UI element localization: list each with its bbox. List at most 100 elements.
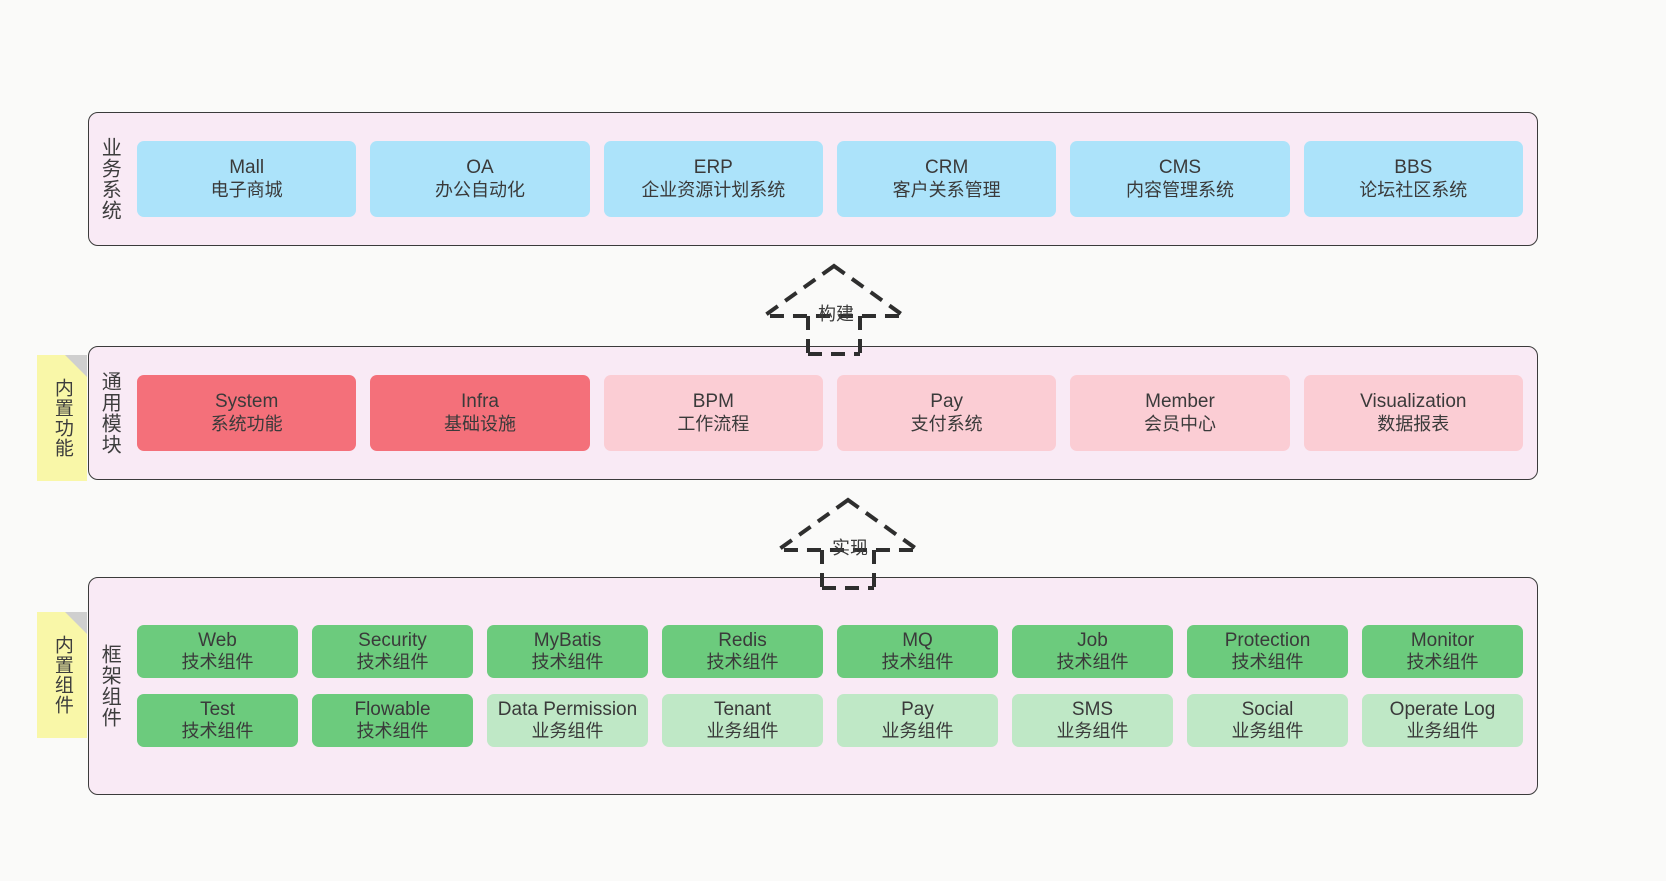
card-mall[interactable]: Mall 电子商城 (137, 141, 357, 217)
card-visualization[interactable]: Visualization 数据报表 (1303, 375, 1523, 451)
card-data-permission[interactable]: Data Permission 业务组件 (487, 694, 648, 748)
card-test-title: Test (200, 699, 235, 720)
card-flowable-subtitle: 技术组件 (356, 721, 429, 742)
card-member-subtitle: 会员中心 (1143, 413, 1216, 434)
card-sms-subtitle: 业务组件 (1056, 721, 1129, 742)
card-member[interactable]: Member 会员中心 (1070, 375, 1290, 451)
card-bpm[interactable]: BPM 工作流程 (603, 375, 823, 451)
card-pay-module-title: Pay (930, 391, 964, 413)
layer-common-module: 通用模块 System 系统功能 Infra 基础设施 BPM 工作流程 Pay… (88, 346, 1538, 480)
card-tenant[interactable]: Tenant 业务组件 (662, 694, 823, 748)
card-bbs-subtitle: 论坛社区系统 (1359, 179, 1468, 200)
card-redis-subtitle: 技术组件 (706, 652, 779, 673)
card-system-title: System (214, 391, 279, 413)
card-web-subtitle: 技术组件 (181, 652, 254, 673)
card-crm[interactable]: CRM 客户关系管理 (836, 141, 1057, 217)
framework-row-tech: Web 技术组件 Security 技术组件 MyBatis 技术组件 Redi… (137, 624, 1523, 678)
card-member-title: Member (1145, 391, 1215, 413)
card-oa[interactable]: OA 办公自动化 (370, 141, 590, 217)
arrow-implement-label: 实现 (832, 538, 868, 558)
card-erp-title: ERP (693, 157, 733, 179)
sticky-note-builtin-function-text: 内置功能 (51, 378, 73, 458)
card-mybatis[interactable]: MyBatis 技术组件 (487, 624, 648, 678)
card-monitor-title: Monitor (1410, 629, 1475, 651)
card-operate-log[interactable]: Operate Log 业务组件 (1362, 694, 1523, 748)
layer-body-framework-component: Web 技术组件 Security 技术组件 MyBatis 技术组件 Redi… (129, 578, 1537, 794)
card-security[interactable]: Security 技术组件 (312, 624, 473, 678)
card-infra-title: Infra (460, 391, 499, 413)
card-mq[interactable]: MQ 技术组件 (837, 624, 998, 678)
card-system-subtitle: 系统功能 (210, 413, 283, 434)
card-job[interactable]: Job 技术组件 (1012, 624, 1173, 678)
card-visualization-subtitle: 数据报表 (1377, 413, 1450, 434)
layer-framework-component: 框架组件 Web 技术组件 Security 技术组件 MyBatis 技术组件… (88, 577, 1538, 795)
card-system[interactable]: System 系统功能 (137, 375, 357, 451)
layer-business-system: 业务系统 Mall 电子商城 OA 办公自动化 ERP 企业资源计划系统 CRM… (88, 112, 1538, 246)
card-erp[interactable]: ERP 企业资源计划系统 (603, 141, 823, 217)
framework-row-business: Test 技术组件 Flowable 技术组件 Data Permission … (137, 694, 1523, 748)
card-bbs-title: BBS (1394, 157, 1433, 179)
card-sms-title: SMS (1071, 699, 1114, 720)
card-redis-title: Redis (718, 629, 767, 651)
card-operate-log-subtitle: 业务组件 (1406, 721, 1479, 742)
card-erp-subtitle: 企业资源计划系统 (641, 179, 786, 200)
card-test[interactable]: Test 技术组件 (137, 694, 298, 748)
sticky-fold-corner-icon (65, 355, 87, 377)
card-bpm-subtitle: 工作流程 (677, 413, 750, 434)
card-protection-title: Protection (1224, 629, 1311, 651)
card-oa-title: OA (466, 157, 494, 179)
card-sms[interactable]: SMS 业务组件 (1012, 694, 1173, 748)
card-oa-subtitle: 办公自动化 (434, 179, 525, 200)
card-monitor[interactable]: Monitor 技术组件 (1362, 624, 1523, 678)
card-social[interactable]: Social 业务组件 (1187, 694, 1348, 748)
layer-title-business-system: 业务系统 (98, 137, 121, 221)
card-mall-subtitle: 电子商城 (210, 179, 283, 200)
sticky-fold-corner-icon (65, 612, 87, 634)
card-infra-subtitle: 基础设施 (443, 413, 516, 434)
layer-body-business-system: Mall 电子商城 OA 办公自动化 ERP 企业资源计划系统 CRM 客户关系… (129, 113, 1537, 245)
card-tenant-subtitle: 业务组件 (706, 721, 779, 742)
sticky-note-builtin-component-text: 内置组件 (51, 635, 73, 715)
card-infra[interactable]: Infra 基础设施 (370, 375, 590, 451)
arrow-implement: 实现 (770, 492, 930, 592)
card-protection[interactable]: Protection 技术组件 (1187, 624, 1348, 678)
card-security-title: Security (358, 629, 427, 651)
card-cms[interactable]: CMS 内容管理系统 (1070, 141, 1290, 217)
card-social-title: Social (1241, 699, 1294, 720)
layer-body-common-module: System 系统功能 Infra 基础设施 BPM 工作流程 Pay 支付系统… (129, 347, 1537, 479)
card-pay-component[interactable]: Pay 业务组件 (837, 694, 998, 748)
card-job-title: Job (1077, 629, 1108, 651)
card-bpm-title: BPM (692, 391, 734, 413)
card-crm-subtitle: 客户关系管理 (892, 179, 1001, 200)
card-flowable-title: Flowable (354, 699, 431, 720)
card-protection-subtitle: 技术组件 (1231, 652, 1304, 673)
card-pay-module-subtitle: 支付系统 (910, 413, 983, 434)
card-data-permission-title: Data Permission (497, 699, 638, 720)
card-mall-title: Mall (229, 157, 265, 179)
card-cms-title: CMS (1158, 157, 1202, 179)
card-web[interactable]: Web 技术组件 (137, 624, 298, 678)
card-monitor-subtitle: 技术组件 (1406, 652, 1479, 673)
card-security-subtitle: 技术组件 (356, 652, 429, 673)
card-mq-subtitle: 技术组件 (881, 652, 954, 673)
arrow-build-label: 构建 (818, 304, 854, 324)
card-operate-log-title: Operate Log (1389, 699, 1496, 720)
card-web-title: Web (198, 629, 237, 651)
card-bbs[interactable]: BBS 论坛社区系统 (1303, 141, 1523, 217)
card-test-subtitle: 技术组件 (181, 721, 254, 742)
card-job-subtitle: 技术组件 (1056, 652, 1129, 673)
sticky-note-builtin-component: 内置组件 (37, 612, 87, 738)
layer-title-framework-component: 框架组件 (98, 644, 121, 728)
card-visualization-title: Visualization (1360, 391, 1467, 413)
card-crm-title: CRM (925, 157, 969, 179)
card-mybatis-subtitle: 技术组件 (531, 652, 604, 673)
card-social-subtitle: 业务组件 (1231, 721, 1304, 742)
sticky-note-builtin-function: 内置功能 (37, 355, 87, 481)
card-pay-module[interactable]: Pay 支付系统 (836, 375, 1057, 451)
card-flowable[interactable]: Flowable 技术组件 (312, 694, 473, 748)
layer-title-common-module: 通用模块 (98, 371, 121, 455)
card-tenant-title: Tenant (713, 699, 772, 720)
card-pay-component-title: Pay (901, 699, 934, 720)
card-redis[interactable]: Redis 技术组件 (662, 624, 823, 678)
